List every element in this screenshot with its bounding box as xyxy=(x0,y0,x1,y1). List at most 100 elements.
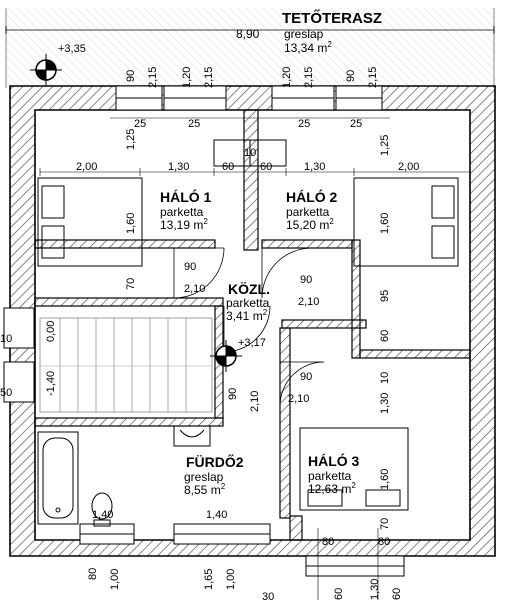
room-furdo2-area: 8,55 m xyxy=(184,483,221,497)
dim-10-left: 10 xyxy=(0,333,12,345)
dim-70: 70 xyxy=(125,278,137,290)
bed-halo2 xyxy=(353,177,459,267)
dim-125-right: 1,25 xyxy=(379,135,391,156)
dim-minus-140: -1,40 xyxy=(45,371,57,396)
dim-130-left: 1,30 xyxy=(168,161,189,173)
room-halo1-floor: parketta xyxy=(160,205,204,219)
dim-25d: 25 xyxy=(350,118,362,130)
dim-50-left: 50 xyxy=(0,387,12,399)
terrace-material: greslap xyxy=(284,27,324,41)
room-halo2-floor: parketta xyxy=(286,205,330,219)
bathtub xyxy=(37,431,79,525)
door-90b: 90 xyxy=(300,274,312,286)
dim-130b: 1,30 xyxy=(379,393,391,414)
room-furdo2-name: FÜRDŐ2 xyxy=(186,453,244,470)
room-halo1-name: HÁLÓ 1 xyxy=(160,188,212,205)
terrace-area: 13,34 m xyxy=(284,41,327,55)
dim-140a: 1,40 xyxy=(92,509,113,521)
dim-60b: 60 xyxy=(379,330,391,342)
top-windows xyxy=(115,85,383,111)
dim-60c: 60 xyxy=(333,588,345,600)
dim-10b: 10 xyxy=(379,372,391,384)
room-halo3-floor: parketta xyxy=(308,469,352,483)
dim-w3-215: 2,15 xyxy=(303,67,315,88)
dim-25a: 25 xyxy=(134,118,146,130)
level-marker-top xyxy=(30,54,62,86)
dim-60d: 60 xyxy=(391,588,403,600)
dim-200-right: 2,00 xyxy=(398,161,419,173)
dim-80c: 80 xyxy=(378,536,390,548)
room-kozl-area: 3,41 m xyxy=(226,309,263,323)
svg-text:15,20 m2: 15,20 m2 xyxy=(286,217,334,232)
door-210a: 2,10 xyxy=(184,283,205,295)
door-90d: 90 xyxy=(300,371,312,383)
door-90a: 90 xyxy=(184,261,196,273)
bottom-windows xyxy=(79,523,405,577)
room-halo3-area: 12,63 m xyxy=(308,482,351,496)
svg-text:8,55 m2: 8,55 m2 xyxy=(184,482,226,497)
level-mid: +3,17 xyxy=(238,337,266,349)
dim-w2-215: 2,15 xyxy=(203,67,215,88)
level-marker-mid xyxy=(210,340,242,372)
dim-25c: 25 xyxy=(298,118,310,130)
terrace-area-sup: 2 xyxy=(327,40,332,49)
bed-halo1 xyxy=(37,177,143,267)
toilet xyxy=(91,492,113,527)
chimney-block xyxy=(213,139,287,167)
terrace-title: TETŐTERASZ xyxy=(282,9,382,27)
dim-165: 1,65 xyxy=(203,569,215,590)
door-90c: 90 xyxy=(227,388,239,400)
dim-125: 1,25 xyxy=(125,129,137,150)
dim-80b: 80 xyxy=(322,536,334,548)
dim-95: 95 xyxy=(379,290,391,302)
dimension-lines xyxy=(39,117,471,600)
svg-text:3,41 m2: 3,41 m2 xyxy=(226,308,268,323)
dim-160-left: 1,60 xyxy=(125,213,137,234)
dim-130c: 1,30 xyxy=(369,579,381,600)
dim-w4-90: 90 xyxy=(345,70,357,82)
door-210b: 2,10 xyxy=(298,296,319,308)
dim-160c: 1,60 xyxy=(379,469,391,490)
dim-w4-215: 2,15 xyxy=(367,67,379,88)
terrace-width: 8,90 xyxy=(236,27,260,41)
dim-80a: 80 xyxy=(87,568,99,580)
dim-70b: 70 xyxy=(379,518,391,530)
room-halo2-area: 15,20 m xyxy=(286,218,329,232)
door-210d: 2,10 xyxy=(288,393,309,405)
dim-60-left: 60 xyxy=(222,161,234,173)
room-furdo2-floor: greslap xyxy=(184,470,224,484)
level-top: +3,35 xyxy=(58,43,86,55)
dim-w2-120: 1,20 xyxy=(181,67,193,88)
dim-10: 10 xyxy=(244,147,256,159)
dim-200-left: 2,00 xyxy=(76,161,97,173)
svg-text:12,63 m2: 12,63 m2 xyxy=(308,481,356,496)
labels: TETŐTERASZ 8,90 greslap 13,34 m2 +3,35 9… xyxy=(0,9,419,600)
room-halo1-area: 13,19 m xyxy=(160,218,203,232)
stairs xyxy=(39,317,213,413)
dim-30-bottom: 30 xyxy=(262,591,274,600)
dim-100b: 1,00 xyxy=(225,569,237,590)
left-windows xyxy=(3,307,35,403)
bed-halo3 xyxy=(299,427,409,511)
dim-160-right: 1,60 xyxy=(379,213,391,234)
room-halo2-name: HÁLÓ 2 xyxy=(286,188,338,205)
svg-text:13,19 m2: 13,19 m2 xyxy=(160,217,208,232)
svg-text:13,34 m2: 13,34 m2 xyxy=(284,40,332,55)
dim-w3-120: 1,20 xyxy=(281,67,293,88)
door-210c: 2,10 xyxy=(249,391,261,412)
interior-walls xyxy=(34,109,471,541)
dim-140b: 1,40 xyxy=(206,509,227,521)
dim-100a: 1,00 xyxy=(109,569,121,590)
room-kozl-name: KÖZL. xyxy=(228,281,270,297)
dim-w1-215: 2,15 xyxy=(147,67,159,88)
room-halo3-name: HÁLÓ 3 xyxy=(308,452,360,469)
terrace-area xyxy=(5,8,495,88)
room-kozl-floor: parketta xyxy=(226,296,270,310)
dim-25b: 25 xyxy=(188,118,200,130)
dim-000: 0,00 xyxy=(45,321,57,342)
sink xyxy=(173,425,211,447)
dim-130-right: 1,30 xyxy=(304,161,325,173)
dim-w1-90: 90 xyxy=(125,70,137,82)
dim-60-right: 60 xyxy=(260,161,272,173)
